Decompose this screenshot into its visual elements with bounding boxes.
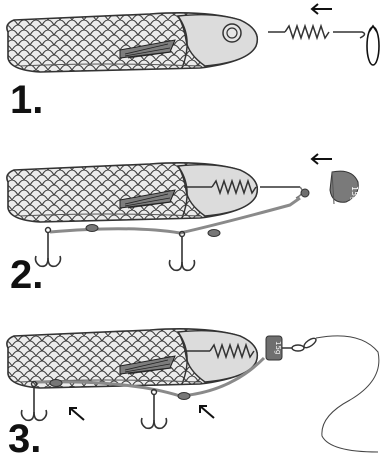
treble-hook-icon (170, 232, 195, 271)
step-number-2: 2. (10, 253, 43, 297)
lure-body (7, 13, 257, 72)
sinker-weight-icon: 15g (266, 336, 282, 360)
rotate-arrow-icon (367, 26, 379, 65)
weight-label: 15g (350, 186, 359, 201)
sinker-weight-icon: 15g (330, 171, 359, 204)
treble-hook-icon (142, 390, 167, 429)
step-number-3: 3. (8, 417, 41, 459)
arrow-left-icon (312, 4, 332, 14)
fishing-line (316, 336, 379, 452)
step-number-1: 1. (10, 78, 43, 122)
eye-icon (223, 24, 241, 42)
snap-swivel-icon (282, 337, 317, 351)
step-3-illustration: 15g 3. (7, 329, 379, 459)
arrow-diagonal-icon (70, 408, 84, 420)
step-2-illustration: 15g 2. (7, 154, 359, 297)
lure-body (7, 329, 257, 388)
spring-screw (268, 26, 365, 38)
weight-label: 15g (274, 341, 282, 354)
step-1-illustration: 1. (7, 4, 379, 122)
arrow-diagonal-icon (200, 406, 214, 418)
bead (301, 189, 309, 197)
arrow-left-icon (312, 154, 332, 164)
